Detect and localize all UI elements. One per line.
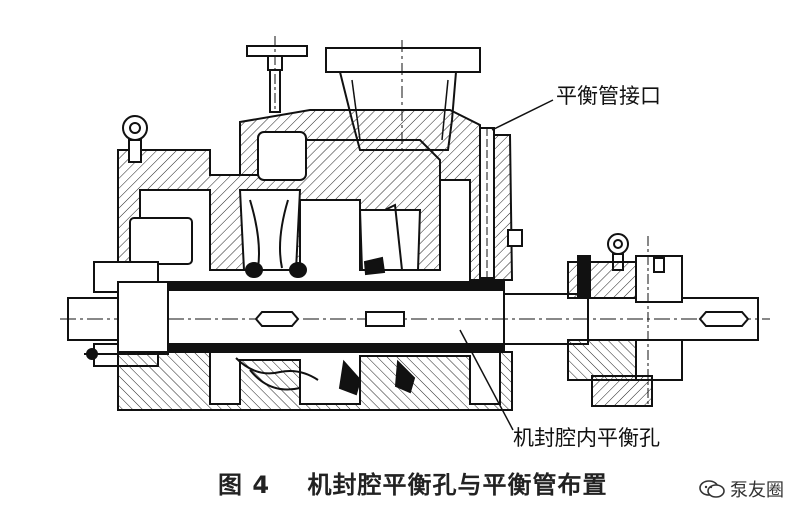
vent-valve (246, 36, 308, 113)
mechanical-seal-assembly (567, 236, 683, 407)
watermark: 泵友圈 (698, 476, 784, 502)
leader-seal-chamber-hole (459, 329, 514, 431)
pump-casing-lower (117, 351, 513, 411)
wechat-icon (699, 480, 725, 498)
label-balance-pipe-port: 平衡管接口 (556, 84, 661, 108)
watermark-text: 泵友圈 (730, 480, 784, 501)
label-seal-chamber-hole: 机封腔内平衡孔 (513, 426, 660, 450)
left-bearing-housing (84, 261, 169, 367)
figure-title: 机封腔平衡孔与平衡管布置 (307, 471, 608, 499)
leader-balance-pipe-port (491, 99, 554, 131)
balance-pipe-port (479, 127, 523, 279)
impeller-stage-1-upper (238, 189, 307, 278)
figure-caption: 图 4 机封腔平衡孔与平衡管布置 (218, 465, 608, 500)
pump-casing-upper (117, 109, 514, 281)
leader-lines (459, 99, 554, 431)
figure-number: 图 4 (218, 471, 271, 499)
pump-shaft (60, 281, 770, 353)
impeller-stage-2-upper (358, 203, 422, 276)
lifting-eye-bolt-left (122, 115, 148, 163)
